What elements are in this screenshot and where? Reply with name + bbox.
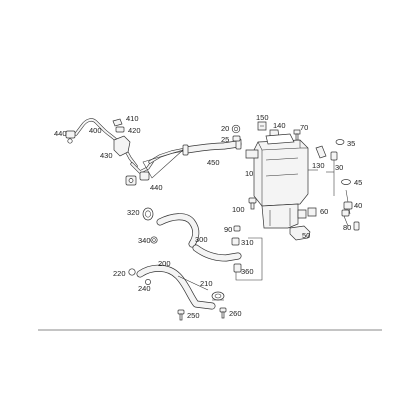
callout-10: 10: [245, 169, 253, 178]
callout-420: 420: [128, 126, 141, 135]
fitting-210: [211, 291, 225, 301]
hose-310: [192, 237, 242, 262]
callout-50: 50: [302, 231, 310, 240]
part-130: [315, 145, 327, 159]
callout-150: 150: [256, 113, 269, 122]
callout-210: 210: [200, 279, 213, 288]
hose-450: [182, 138, 242, 156]
callout-30: 30: [335, 163, 343, 172]
part-150: [257, 121, 267, 131]
fitting-360: [233, 263, 242, 273]
callout-360: 360: [241, 267, 254, 276]
clamp-25: [232, 135, 241, 142]
callout-80: 80: [343, 223, 351, 232]
callout-250: 250: [187, 311, 200, 320]
callout-340: 340: [138, 236, 151, 245]
callout-200: 200: [158, 259, 171, 268]
clamp-220: [128, 268, 136, 276]
hose-200: [136, 264, 216, 310]
callout-130: 130: [312, 161, 325, 170]
callout-440-a: 440: [54, 129, 67, 138]
screw-70: [293, 129, 301, 141]
bolt-90: [233, 225, 241, 232]
callout-440-b: 440: [150, 183, 163, 192]
hose-300: [142, 207, 200, 248]
tube-assembly: [65, 118, 184, 186]
callout-310: 310: [241, 238, 254, 247]
callout-45: 45: [354, 178, 362, 187]
clamp-20: [231, 124, 241, 134]
callout-240: 240: [138, 284, 151, 293]
clamp-340: [150, 236, 158, 244]
callout-430: 430: [100, 151, 113, 160]
callout-260: 260: [229, 309, 242, 318]
callout-400: 400: [89, 126, 102, 135]
part-60: [307, 207, 317, 217]
bolt-100: [248, 197, 257, 210]
callout-90: 90: [224, 225, 232, 234]
ring-35: [335, 139, 345, 145]
callout-70: 70: [300, 123, 308, 132]
callout-20: 20: [221, 124, 229, 133]
callout-410: 410: [126, 114, 139, 123]
callout-25: 25: [221, 135, 229, 144]
callout-450: 450: [207, 158, 220, 167]
bolt-260: [219, 307, 227, 319]
callout-60: 60: [320, 207, 328, 216]
callout-320: 320: [127, 208, 140, 217]
callout-300: 300: [195, 235, 208, 244]
sensor-40: [341, 189, 353, 227]
bracket-50: [289, 225, 311, 241]
ring-45: [341, 179, 351, 185]
callout-140: 140: [273, 121, 286, 130]
callout-100: 100: [232, 205, 245, 214]
reservoir-tank: [245, 133, 309, 229]
clamp-240: [145, 279, 151, 285]
callout-40: 40: [354, 201, 362, 210]
callout-220: 220: [113, 269, 126, 278]
bolt-250: [177, 309, 185, 321]
part-80: [353, 221, 360, 231]
callout-35: 35: [347, 139, 355, 148]
dipstick-30: [330, 151, 338, 196]
